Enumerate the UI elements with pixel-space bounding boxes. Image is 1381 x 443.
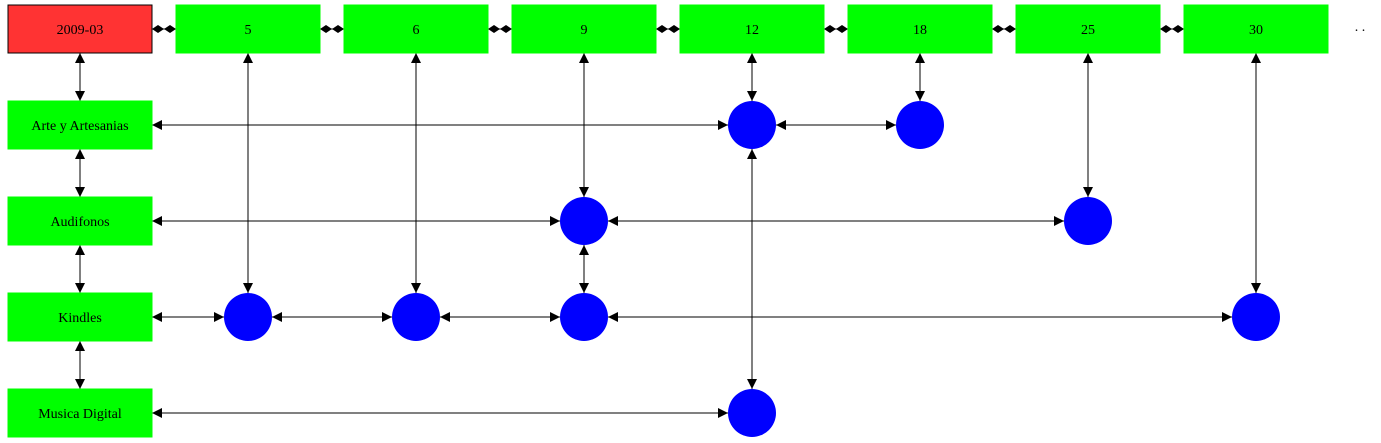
- category-node-audifonos-label: Audifonos: [50, 215, 109, 230]
- category-node-kindles: Kindles: [7, 292, 153, 342]
- day-node-9: 9: [511, 4, 657, 54]
- event-node-e_mus_12: [728, 389, 776, 437]
- day-node-6-box: [343, 4, 489, 54]
- day-node-25-label: 25: [1081, 23, 1095, 38]
- day-node-5-label: 5: [245, 23, 252, 38]
- event-node-e_arte_12: [728, 101, 776, 149]
- event-node-e_kin_5: [224, 293, 272, 341]
- category-node-arte-y-artesanias-label: Arte y Artesanias: [31, 119, 128, 134]
- day-node-18-box: [847, 4, 993, 54]
- day-node-12-label: 12: [745, 23, 759, 38]
- event-node-e_aud_25: [1064, 197, 1112, 245]
- root-node: 2009-03: [7, 4, 153, 54]
- category-node-arte-y-artesanias-box: [7, 100, 153, 150]
- event-node-e_aud_9: [560, 197, 608, 245]
- edges-layer: [75, 25, 1261, 418]
- day-node-30: 30: [1183, 4, 1329, 54]
- category-node-musica-digital-label: Musica Digital: [38, 407, 122, 422]
- category-node-kindles-label: Kindles: [58, 311, 102, 326]
- day-node-6: 6: [343, 4, 489, 54]
- category-node-musica-digital: Musica Digital: [7, 388, 153, 438]
- category-node-musica-digital-box: [7, 388, 153, 438]
- category-node-audifonos: Audifonos: [7, 196, 153, 246]
- category-node-kindles-box: [7, 292, 153, 342]
- root-node-label: 2009-03: [57, 23, 104, 38]
- event-node-e_arte_18: [896, 101, 944, 149]
- day-node-25: 25: [1015, 4, 1161, 54]
- day-node-9-label: 9: [581, 23, 588, 38]
- ellipsis-mark: . .: [1355, 20, 1366, 35]
- day-node-12: 12: [679, 4, 825, 54]
- category-node-audifonos-box: [7, 196, 153, 246]
- day-node-12-box: [679, 4, 825, 54]
- day-node-6-label: 6: [413, 23, 420, 38]
- day-node-25-box: [1015, 4, 1161, 54]
- day-node-9-box: [511, 4, 657, 54]
- root-node-box: [7, 4, 153, 54]
- day-node-18-label: 18: [913, 23, 927, 38]
- day-node-5-box: [175, 4, 321, 54]
- category-node-arte-y-artesanias: Arte y Artesanias: [7, 100, 153, 150]
- day-node-30-label: 30: [1249, 23, 1263, 38]
- day-node-18: 18: [847, 4, 993, 54]
- event-node-e_kin_9: [560, 293, 608, 341]
- event-node-e_kin_6: [392, 293, 440, 341]
- day-node-5: 5: [175, 4, 321, 54]
- day-node-30-box: [1183, 4, 1329, 54]
- event-node-e_kin_30: [1232, 293, 1280, 341]
